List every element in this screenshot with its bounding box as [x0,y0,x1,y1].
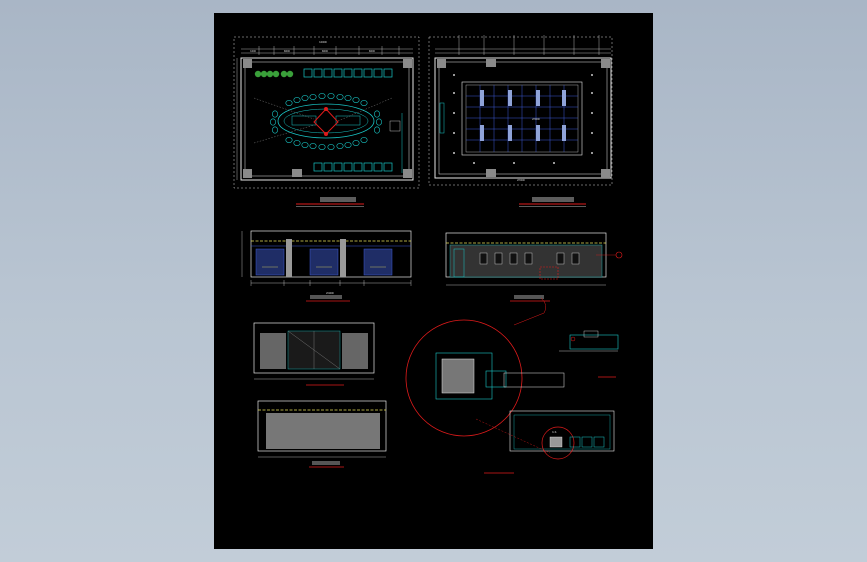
detail-scale-label: 1:1 [552,430,557,434]
small-detail-right [559,330,619,378]
elevation-c [253,322,375,386]
svg-text:100: 100 [250,49,256,53]
svg-text:600: 600 [369,49,375,53]
floor-plan-left: 1000 100 600 600 600 [233,36,420,207]
cad-drawing: 1000 100 600 600 600 [233,35,623,474]
ceiling-center-dim: 2300 [532,117,540,121]
elevation-a: 2400 [241,230,412,302]
elevation-a-dim: 2400 [326,291,334,295]
svg-text:600: 600 [322,49,328,53]
dim-top-label: 1000 [319,40,327,44]
elevation-d [257,400,387,468]
detail-callout [405,297,565,437]
lower-detail: 1:1 [475,410,615,474]
ceiling-plan-right: 2300 2300 [428,35,613,207]
elevation-b [445,232,623,302]
ceiling-bottom-dim: 2300 [517,178,525,182]
cad-drawing-sheet: 1000 100 600 600 600 [214,13,653,549]
svg-text:600: 600 [284,49,290,53]
